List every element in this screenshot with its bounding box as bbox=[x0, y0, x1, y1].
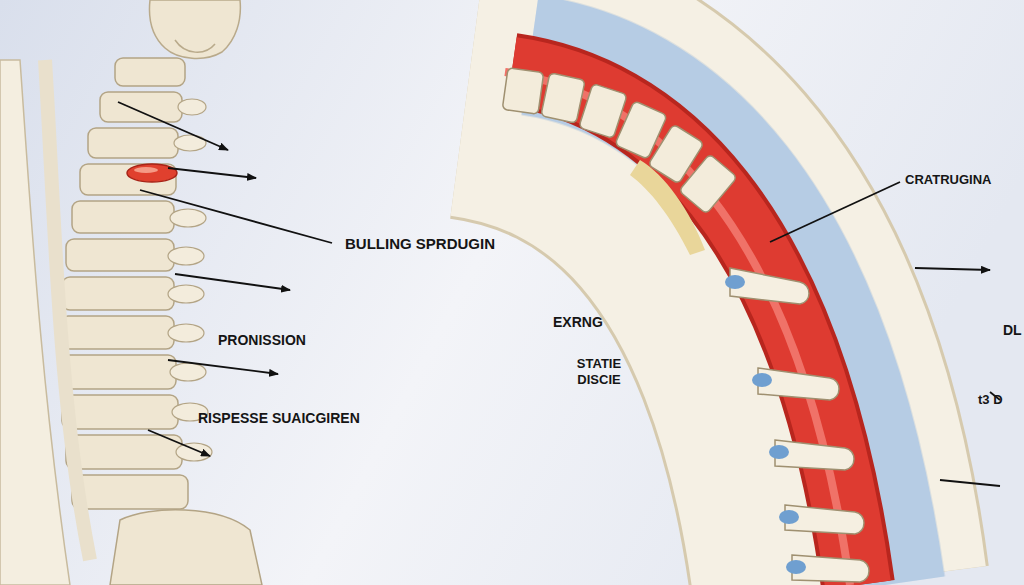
part-label: DL bbox=[1003, 322, 1022, 340]
vertebra bbox=[60, 316, 174, 349]
process bbox=[170, 209, 206, 227]
skull-base bbox=[150, 0, 241, 58]
vertebra bbox=[88, 128, 178, 158]
vertebra bbox=[80, 164, 176, 195]
leader-arrow bbox=[168, 168, 256, 178]
transverse-processes bbox=[168, 99, 212, 461]
part-label: t3 D bbox=[978, 392, 1003, 408]
skull bbox=[150, 0, 241, 58]
leader-line bbox=[940, 480, 1000, 486]
leader-line bbox=[770, 182, 900, 242]
leader-arrow bbox=[148, 430, 210, 456]
vertebra bbox=[66, 435, 182, 469]
leader-lines bbox=[770, 182, 1000, 486]
vertebral-column bbox=[60, 58, 188, 509]
process-tip bbox=[786, 560, 806, 574]
leader-arrow bbox=[915, 268, 990, 270]
vertebra bbox=[62, 395, 178, 429]
disc-bulge bbox=[127, 164, 177, 182]
spinous-processes bbox=[725, 268, 869, 582]
part-label: PRONISSION bbox=[218, 332, 306, 350]
vertebra bbox=[502, 68, 543, 115]
leader-arrow bbox=[168, 360, 278, 374]
process-tip bbox=[752, 373, 772, 387]
vertebra bbox=[66, 239, 174, 271]
vertebra bbox=[60, 355, 176, 389]
leader-lines bbox=[118, 102, 332, 456]
vertebra bbox=[115, 58, 185, 86]
vertebra bbox=[62, 277, 174, 310]
process bbox=[168, 247, 204, 265]
process bbox=[176, 443, 212, 461]
disc-highlight bbox=[134, 167, 158, 173]
part-label: BULLING SPRDUGIN bbox=[345, 235, 495, 254]
process-tip bbox=[779, 510, 799, 524]
leader-arrow bbox=[175, 274, 290, 290]
vertebra bbox=[72, 475, 188, 509]
pelvis bbox=[110, 510, 262, 585]
leader-line bbox=[140, 190, 332, 243]
leader-arrow bbox=[118, 102, 228, 150]
process bbox=[168, 324, 204, 342]
vertebra bbox=[100, 92, 182, 122]
vertebra bbox=[72, 201, 174, 233]
process bbox=[178, 99, 206, 115]
part-label: RISPESSE SUAICGIREN bbox=[198, 410, 360, 428]
vertebra bbox=[679, 154, 737, 214]
spinal-column-edge bbox=[45, 60, 90, 560]
part-label: CRATRUGINA bbox=[905, 172, 991, 188]
part-label: STATIE DISCIE bbox=[560, 356, 638, 389]
skull-contour bbox=[175, 40, 215, 52]
vertebra bbox=[541, 73, 585, 124]
part-label: EXRNG bbox=[553, 314, 603, 332]
herniated-disc bbox=[127, 164, 177, 182]
process-tip bbox=[769, 445, 789, 459]
process bbox=[170, 363, 206, 381]
process-tip bbox=[725, 275, 745, 289]
process bbox=[168, 285, 204, 303]
vertebral-segments bbox=[502, 68, 737, 214]
vertebra bbox=[579, 84, 627, 139]
